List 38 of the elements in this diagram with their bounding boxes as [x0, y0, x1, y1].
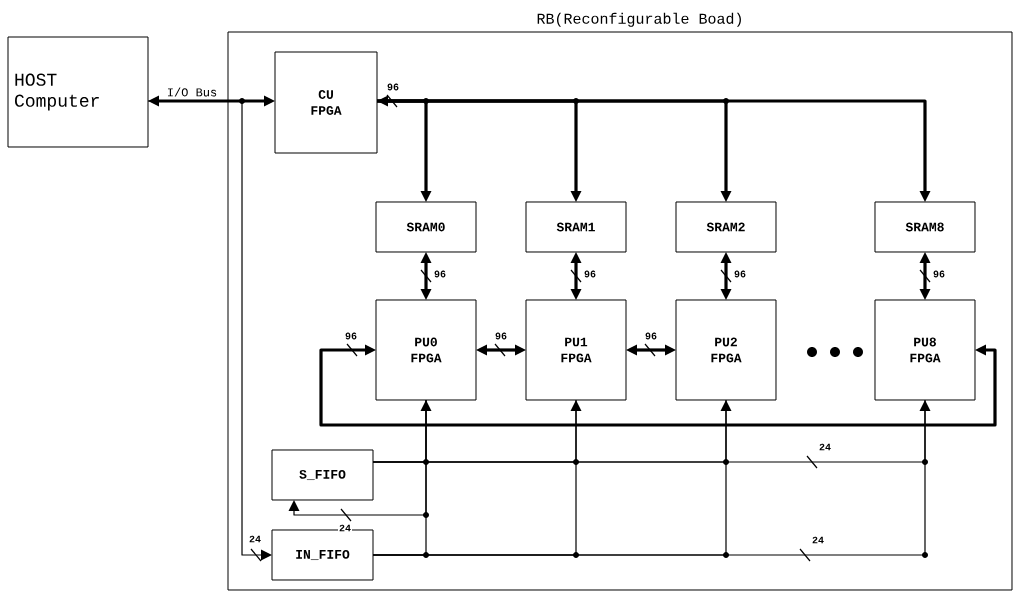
bus-width-label: 24: [811, 535, 825, 545]
edge-label: 96: [583, 269, 597, 279]
connector: [372, 399, 926, 556]
connector: [148, 95, 275, 107]
block-box: SRAM8: [874, 201, 976, 253]
edge-label: 24: [338, 523, 352, 533]
connector: [372, 400, 931, 463]
connector: [720, 252, 732, 300]
computer-box: HOST Computer: [7, 36, 149, 148]
edge-label: 24: [248, 534, 262, 544]
connector: [147, 100, 272, 561]
edge-label: 96: [494, 331, 508, 341]
edge-label: 96: [344, 331, 358, 341]
board-title: RB(Reconfigurable Boad): [537, 12, 741, 27]
connector: [570, 252, 582, 300]
edge-label: 96: [433, 269, 447, 279]
block-box: S_FIFO: [271, 449, 374, 501]
connector: [420, 252, 432, 300]
connector: [626, 344, 676, 356]
edge-label: 96: [644, 331, 658, 341]
block-box: SRAM0: [375, 201, 477, 253]
connector: [377, 99, 931, 202]
block-box: CU FPGA: [274, 51, 378, 154]
edge-label: I/O Bus: [165, 86, 219, 98]
block-box: PU1 FPGA: [525, 299, 627, 401]
connector: [288, 399, 427, 516]
block-box: PU8 FPGA: [874, 299, 976, 401]
block-box: PU0 FPGA: [375, 299, 477, 401]
block-box: SRAM1: [525, 201, 627, 253]
edge-label: 96: [932, 269, 946, 279]
block-box: PU2 FPGA: [675, 299, 777, 401]
connector: [476, 344, 526, 356]
bus-width-label: 24: [818, 442, 832, 452]
block-box: SRAM2: [675, 201, 777, 253]
connector: [319, 344, 997, 427]
edge-label: 96: [386, 82, 400, 92]
edge-label: 96: [733, 269, 747, 279]
connector: [919, 252, 931, 300]
